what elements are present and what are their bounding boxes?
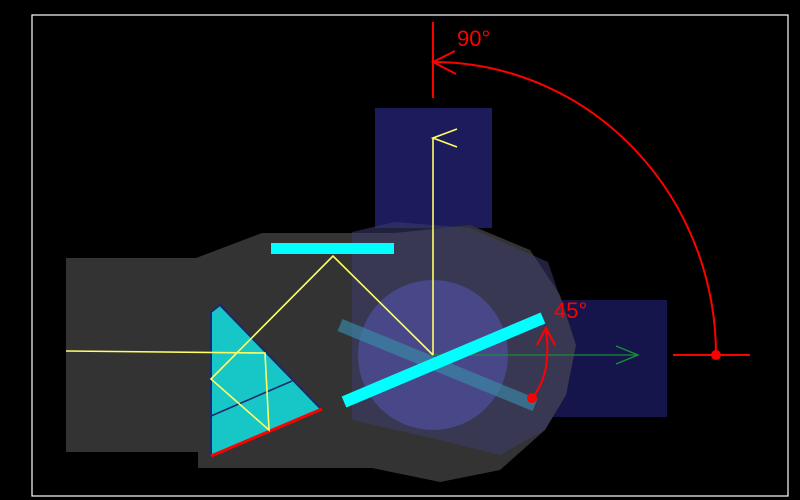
diagram-frame bbox=[31, 14, 789, 497]
top-mirror bbox=[271, 243, 394, 254]
prism-red-face bbox=[210, 407, 323, 458]
beam-path bbox=[65, 254, 434, 432]
angle-arc-45 bbox=[531, 327, 549, 399]
prism-inner-edge bbox=[210, 380, 293, 417]
angle-label-45: 45° bbox=[554, 298, 587, 323]
arc-45-arrowhead bbox=[536, 325, 556, 346]
faint-beam-arrowhead bbox=[615, 345, 640, 365]
pivot-dot-45 bbox=[527, 393, 537, 403]
angle-arc-90 bbox=[432, 61, 717, 356]
pivot-dot-90 bbox=[711, 350, 721, 360]
angle-label-90: 90° bbox=[457, 26, 490, 51]
arc-90-arrowhead bbox=[430, 50, 457, 75]
main-beamsplitter-mirror bbox=[341, 312, 546, 408]
